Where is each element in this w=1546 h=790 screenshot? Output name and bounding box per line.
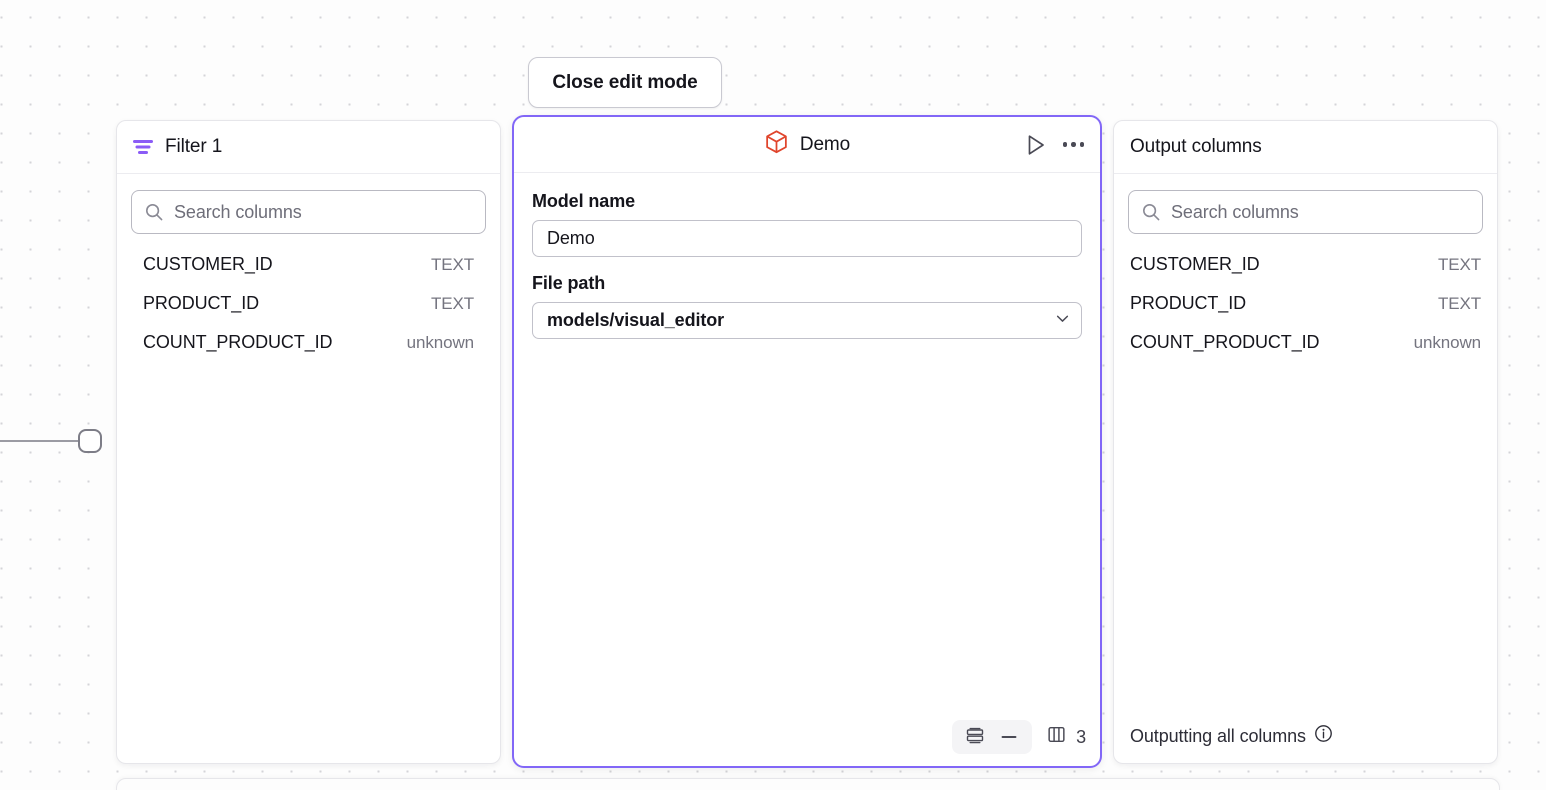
cube-icon — [764, 129, 789, 160]
column-type: unknown — [1414, 333, 1481, 353]
filter-panel-body: Search columns CUSTOMER_ID TEXT PRODUCT_… — [117, 174, 500, 763]
column-name: PRODUCT_ID — [143, 293, 259, 314]
model-panel-title: Demo — [800, 134, 850, 156]
column-name: PRODUCT_ID — [1130, 293, 1246, 314]
filter-icon — [133, 139, 155, 155]
filter-column-list: CUSTOMER_ID TEXT PRODUCT_ID TEXT COUNT_P… — [131, 254, 486, 371]
bottom-partial-panel[interactable] — [116, 778, 1500, 790]
column-type: unknown — [407, 333, 474, 353]
column-type: TEXT — [1438, 255, 1481, 275]
search-icon — [1141, 202, 1161, 222]
model-panel-header: Demo — [514, 117, 1100, 173]
file-path-label: File path — [532, 273, 1082, 294]
model-panel-body: Model name File path models/visual_edito… — [514, 173, 1100, 714]
list-item[interactable]: COUNT_PRODUCT_ID unknown — [143, 332, 474, 371]
outputting-all-columns-text: Outputting all columns — [1130, 726, 1306, 747]
rows-icon[interactable] — [961, 725, 989, 749]
filter-panel[interactable]: Filter 1 Search columns CUSTOMER_ID TEXT — [116, 120, 501, 764]
filter-panel-title: Filter 1 — [165, 136, 222, 158]
model-name-label: Model name — [532, 191, 1082, 212]
view-toggle-group — [952, 720, 1032, 754]
column-count: 3 — [1076, 727, 1086, 748]
column-name: CUSTOMER_ID — [143, 254, 273, 275]
close-edit-mode-button[interactable]: Close edit mode — [528, 57, 722, 108]
model-panel[interactable]: Demo Model name File path models/visual_… — [512, 115, 1102, 768]
list-item[interactable]: PRODUCT_ID TEXT — [143, 293, 474, 332]
list-item[interactable]: PRODUCT_ID TEXT — [1130, 293, 1481, 332]
columns-icon — [1046, 724, 1067, 750]
search-icon — [144, 202, 164, 222]
output-panel-footer: Outputting all columns — [1114, 709, 1497, 763]
info-icon[interactable] — [1314, 724, 1333, 748]
connector-edge — [0, 440, 82, 442]
column-count-group: 3 — [1046, 724, 1086, 750]
file-path-select[interactable]: models/visual_editor — [532, 302, 1082, 339]
output-panel-body: Search columns CUSTOMER_ID TEXT PRODUCT_… — [1114, 174, 1497, 709]
column-name: CUSTOMER_ID — [1130, 254, 1260, 275]
model-name-input[interactable] — [532, 220, 1082, 257]
column-type: TEXT — [431, 255, 474, 275]
file-path-select-wrap: models/visual_editor — [532, 302, 1082, 339]
output-panel-title: Output columns — [1130, 136, 1262, 158]
filter-search-input[interactable]: Search columns — [131, 190, 486, 234]
filter-panel-header: Filter 1 — [117, 121, 500, 174]
output-column-list: CUSTOMER_ID TEXT PRODUCT_ID TEXT COUNT_P… — [1128, 254, 1483, 371]
output-panel-header: Output columns — [1114, 121, 1497, 174]
filter-search-placeholder: Search columns — [174, 202, 302, 223]
connector-handle[interactable] — [78, 429, 102, 453]
minus-icon[interactable] — [995, 725, 1023, 749]
list-item[interactable]: CUSTOMER_ID TEXT — [143, 254, 474, 293]
column-name: COUNT_PRODUCT_ID — [143, 332, 332, 353]
column-name: COUNT_PRODUCT_ID — [1130, 332, 1319, 353]
column-type: TEXT — [1438, 294, 1481, 314]
model-panel-footer: 3 — [514, 714, 1100, 766]
output-search-placeholder: Search columns — [1171, 202, 1299, 223]
list-item[interactable]: COUNT_PRODUCT_ID unknown — [1130, 332, 1481, 371]
play-icon[interactable] — [1025, 133, 1047, 157]
model-title-group: Demo — [764, 129, 850, 160]
column-type: TEXT — [431, 294, 474, 314]
ellipsis-icon[interactable] — [1063, 142, 1085, 147]
output-columns-panel[interactable]: Output columns Search columns CUSTOMER_I… — [1113, 120, 1498, 764]
list-item[interactable]: CUSTOMER_ID TEXT — [1130, 254, 1481, 293]
output-search-input[interactable]: Search columns — [1128, 190, 1483, 234]
model-header-actions — [1025, 133, 1085, 157]
